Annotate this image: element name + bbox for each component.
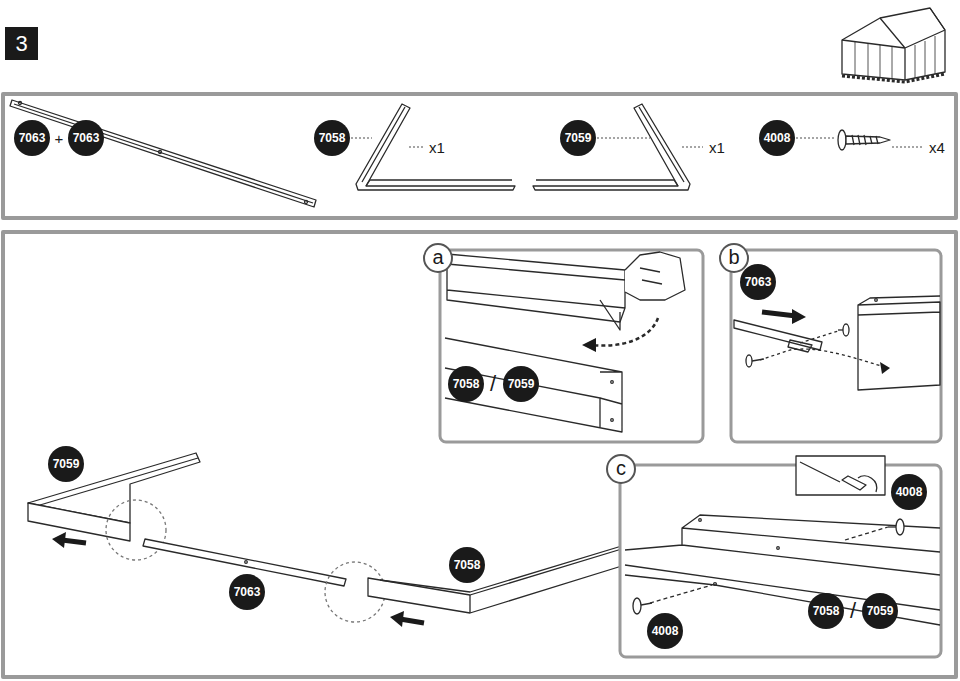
callout-number: 7059	[560, 120, 596, 156]
corner-part	[356, 104, 515, 190]
callout-number: 7058	[808, 593, 844, 629]
separator-text: /	[490, 371, 496, 397]
screw-icon	[838, 130, 890, 150]
greenhouse-icon	[842, 8, 945, 82]
quantity-text: x1	[427, 139, 447, 156]
callout-number: 7059	[862, 593, 898, 629]
frame-part	[368, 545, 625, 613]
parts-panel	[3, 94, 956, 218]
profile-detail	[445, 252, 685, 432]
callout-number: 7059	[503, 366, 539, 402]
quantity-text: x1	[707, 139, 727, 156]
callout-number: 7059	[48, 446, 84, 482]
callout-number: 7063	[14, 120, 50, 156]
corner-part	[533, 104, 690, 190]
panel-letter: c	[606, 454, 636, 484]
callout-number: 7063	[68, 120, 104, 156]
step-number: 3	[5, 27, 38, 60]
quantity-text: +	[53, 130, 66, 147]
panel-letter: a	[423, 243, 453, 273]
callout-number: 7058	[448, 366, 484, 402]
callout-number: 7058	[449, 547, 485, 583]
callout-number: 4008	[891, 474, 927, 510]
callout-number: 4008	[647, 613, 683, 649]
callout-number: 7063	[229, 574, 265, 610]
assembly-panel	[3, 232, 956, 677]
callout-number: 7063	[740, 264, 776, 300]
callout-number: 7058	[314, 120, 350, 156]
bar-part	[10, 100, 316, 207]
callout-number: 4008	[759, 120, 795, 156]
quantity-text: x4	[927, 139, 947, 156]
separator-text: /	[850, 598, 856, 624]
joint-detail	[734, 296, 940, 390]
